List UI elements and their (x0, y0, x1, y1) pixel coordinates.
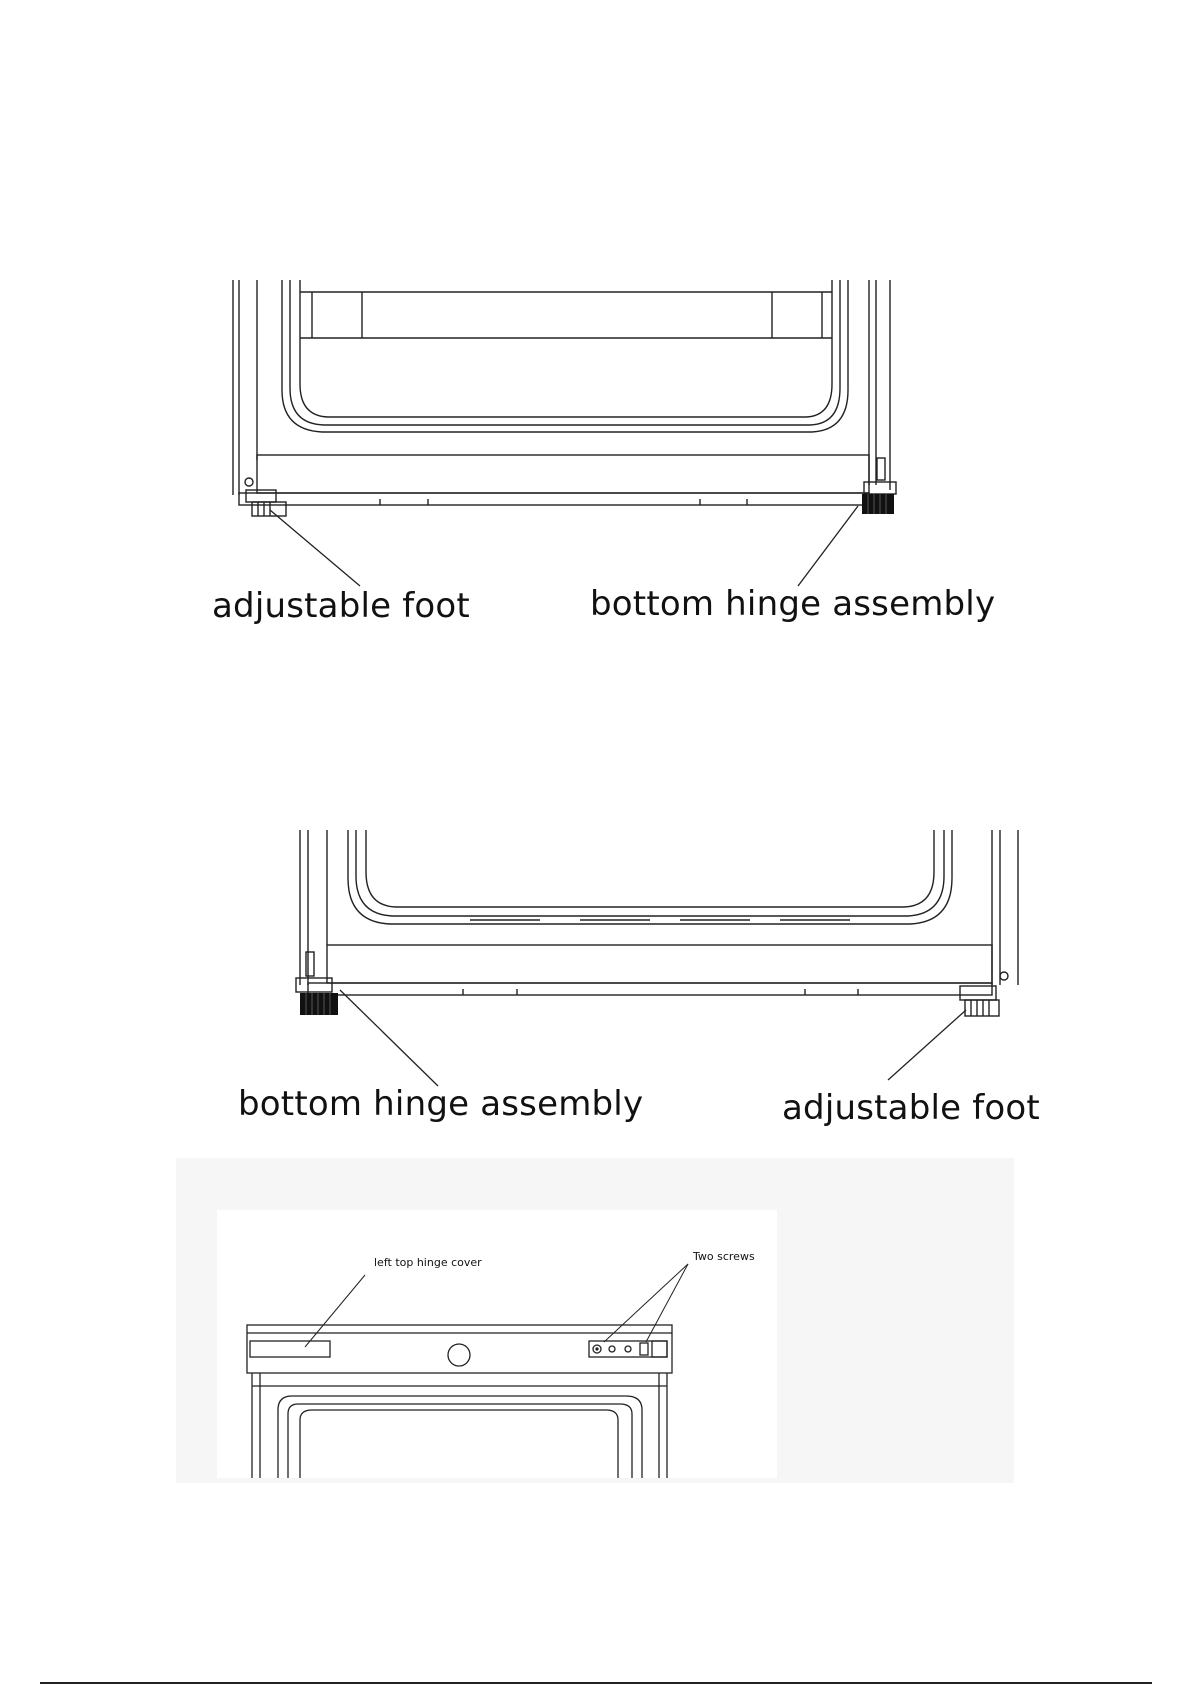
footer-rule (40, 1682, 1152, 1684)
label-left-top-hinge-cover: left top hinge cover (374, 1256, 482, 1269)
label-two-screws: Two screws (693, 1250, 755, 1263)
figure-3-top-view (0, 0, 1192, 1485)
